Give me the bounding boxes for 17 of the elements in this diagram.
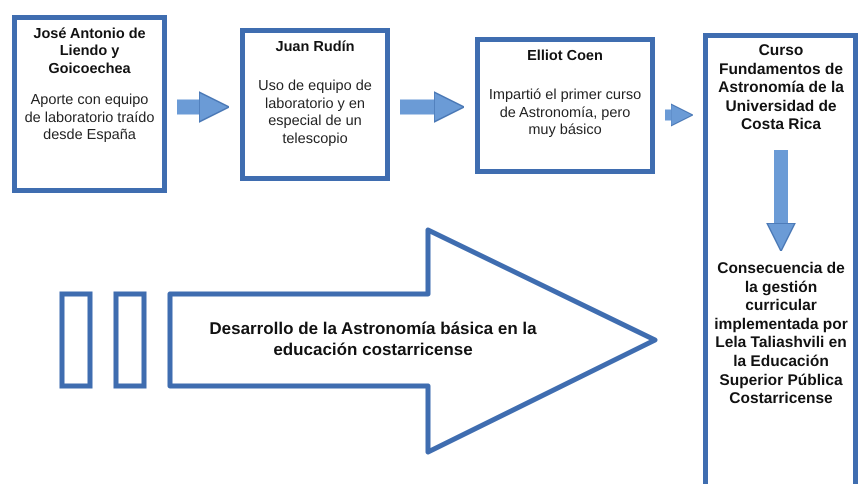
body-text: Aporte con equipo de laboratorio traído desde España: [24, 92, 156, 144]
block-arrow: [400, 91, 465, 123]
body-text: Impartió el primer curso de Astronomía, pero muy básico: [488, 87, 642, 140]
block-arrow: [665, 103, 694, 127]
heading-text: Juan Rudín: [276, 39, 354, 56]
block-arrow: [766, 150, 796, 252]
bold-text: Curso Fundamentos de Astronomía de la Universidad de Costa Rica: [716, 42, 846, 170]
frame-box: [703, 33, 858, 484]
body-text: Uso de equipo de laboratorio y en especial de un telescopio: [257, 78, 373, 148]
text-box: [240, 28, 390, 181]
text-box: [475, 37, 655, 174]
heading-text: Elliot Coen: [527, 48, 603, 66]
heading-text: José Antonio de Liendo y Goicoechea: [32, 26, 147, 78]
block-arrow: [177, 91, 230, 123]
arrow-text: Desarrollo de la Astronomía básica en la educación costarricense: [208, 318, 538, 360]
text-box: [12, 15, 167, 193]
bold-text: Consecuencia de la gestión curricular implementada por Lela Taliashvili en la Educación Superior Pública Costarricense: [714, 260, 848, 484]
